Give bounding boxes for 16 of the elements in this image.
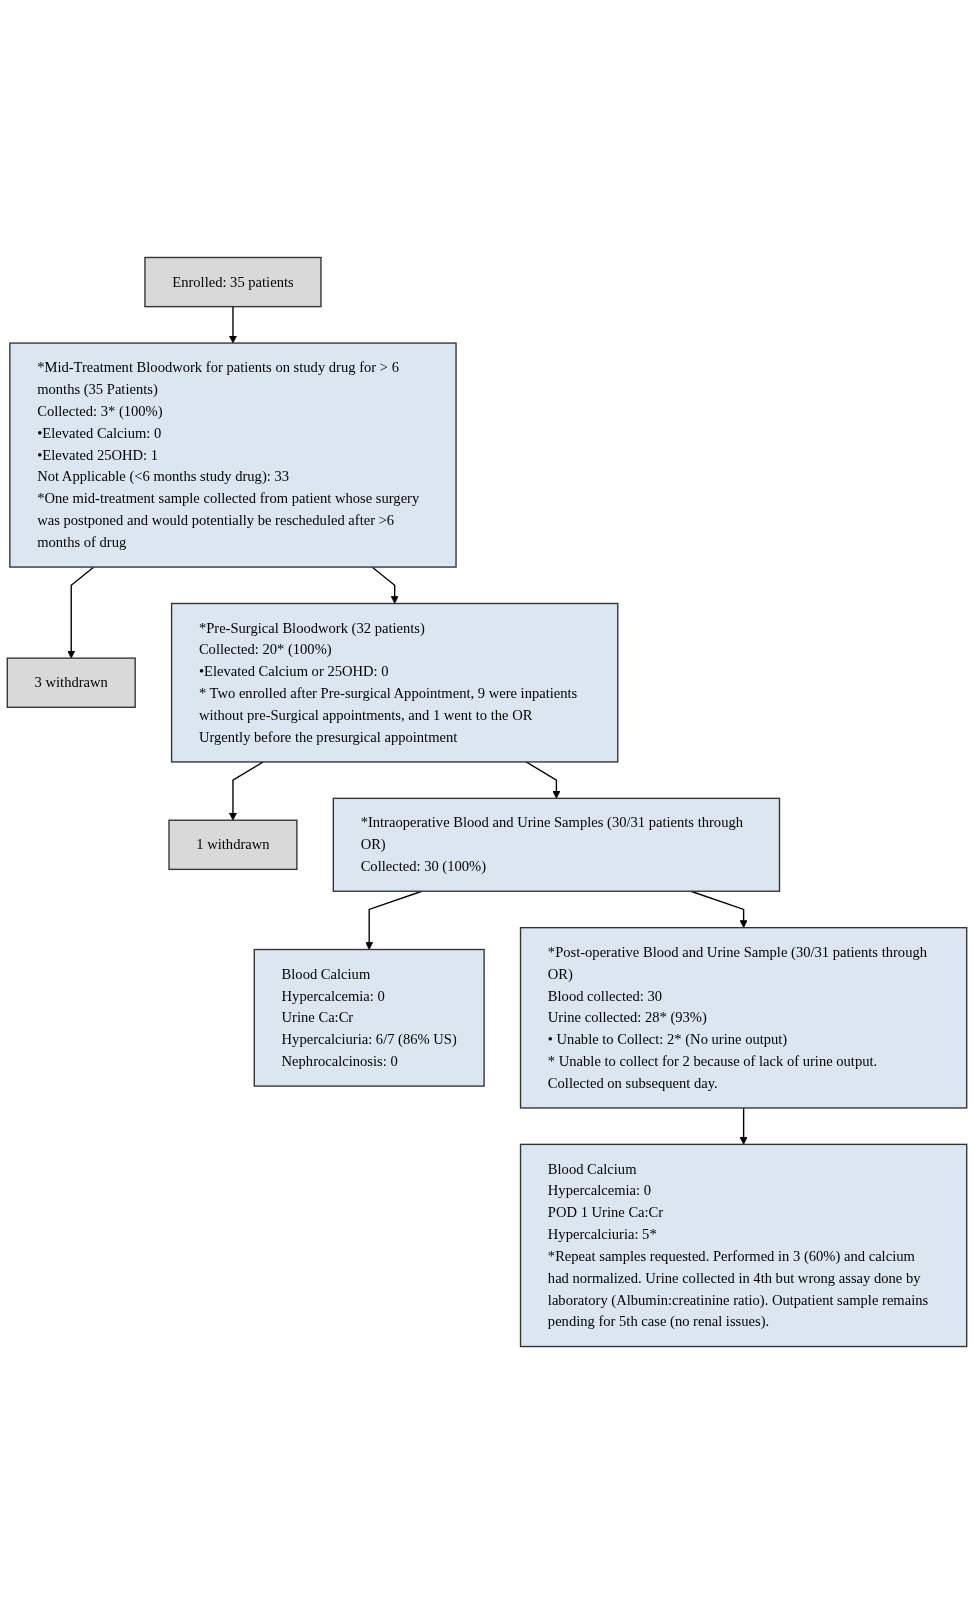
arrow <box>228 305 237 344</box>
node-box <box>144 256 322 308</box>
node-box <box>519 926 968 1109</box>
arrow <box>228 761 264 821</box>
arrow <box>525 761 561 799</box>
node-box <box>168 819 298 871</box>
node-box <box>9 342 457 568</box>
arrow <box>371 566 399 604</box>
arrow <box>690 890 748 928</box>
arrow <box>739 1107 748 1145</box>
node-box <box>253 948 485 1087</box>
node-box <box>332 797 781 892</box>
node-box <box>6 657 136 708</box>
node-box <box>170 602 619 763</box>
arrow <box>67 566 95 659</box>
node-box <box>519 1143 968 1348</box>
